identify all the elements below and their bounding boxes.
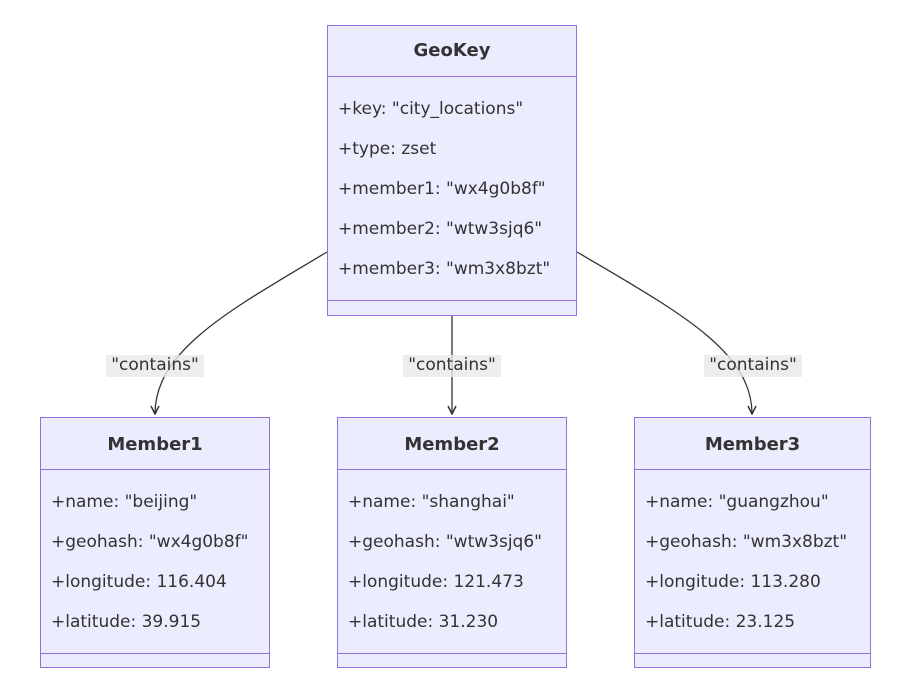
attribute-member2: +member2: "wtw3sjq6" <box>338 219 543 239</box>
class-member2: Member2 +name: "shanghai" +geohash: "wtw… <box>337 417 567 668</box>
attribute-type: +type: zset <box>338 139 437 159</box>
attribute-key: +key: "city_locations" <box>338 99 524 119</box>
class-title-member1: Member1 <box>41 418 269 470</box>
class-title-member2: Member2 <box>338 418 566 470</box>
attribute-geohash: +geohash: "wm3x8bzt" <box>645 532 848 552</box>
attribute-longitude: +longitude: 121.473 <box>348 572 524 592</box>
class-attributes-geokey: +key: "city_locations" +type: zset +memb… <box>328 77 576 301</box>
attribute-latitude: +latitude: 31.230 <box>348 612 499 632</box>
attribute-latitude: +latitude: 39.915 <box>51 612 202 632</box>
class-attributes-member1: +name: "beijing" +geohash: "wx4g0b8f" +l… <box>41 470 269 654</box>
attribute-latitude: +latitude: 23.125 <box>645 612 796 632</box>
attribute-longitude: +longitude: 116.404 <box>51 572 227 592</box>
attribute-geohash: +geohash: "wx4g0b8f" <box>51 532 249 552</box>
class-member3: Member3 +name: "guangzhou" +geohash: "wm… <box>634 417 871 668</box>
attribute-member1: +member1: "wx4g0b8f" <box>338 179 546 199</box>
edge-geokey-member1 <box>155 251 328 414</box>
attribute-name: +name: "beijing" <box>51 492 198 512</box>
class-member1: Member1 +name: "beijing" +geohash: "wx4g… <box>40 417 270 668</box>
attribute-name: +name: "guangzhou" <box>645 492 829 512</box>
attribute-geohash: +geohash: "wtw3sjq6" <box>348 532 542 552</box>
class-geokey: GeoKey +key: "city_locations" +type: zse… <box>327 25 577 316</box>
class-attributes-member3: +name: "guangzhou" +geohash: "wm3x8bzt" … <box>635 470 870 654</box>
class-attributes-member2: +name: "shanghai" +geohash: "wtw3sjq6" +… <box>338 470 566 654</box>
edge-label-member2: "contains" <box>403 355 501 377</box>
edge-geokey-member3 <box>576 251 752 414</box>
class-title-member3: Member3 <box>635 418 870 470</box>
attribute-member3: +member3: "wm3x8bzt" <box>338 259 551 279</box>
edge-label-member1: "contains" <box>106 355 204 377</box>
edge-label-member3: "contains" <box>704 355 802 377</box>
attribute-longitude: +longitude: 113.280 <box>645 572 821 592</box>
class-title-geokey: GeoKey <box>328 26 576 77</box>
attribute-name: +name: "shanghai" <box>348 492 515 512</box>
